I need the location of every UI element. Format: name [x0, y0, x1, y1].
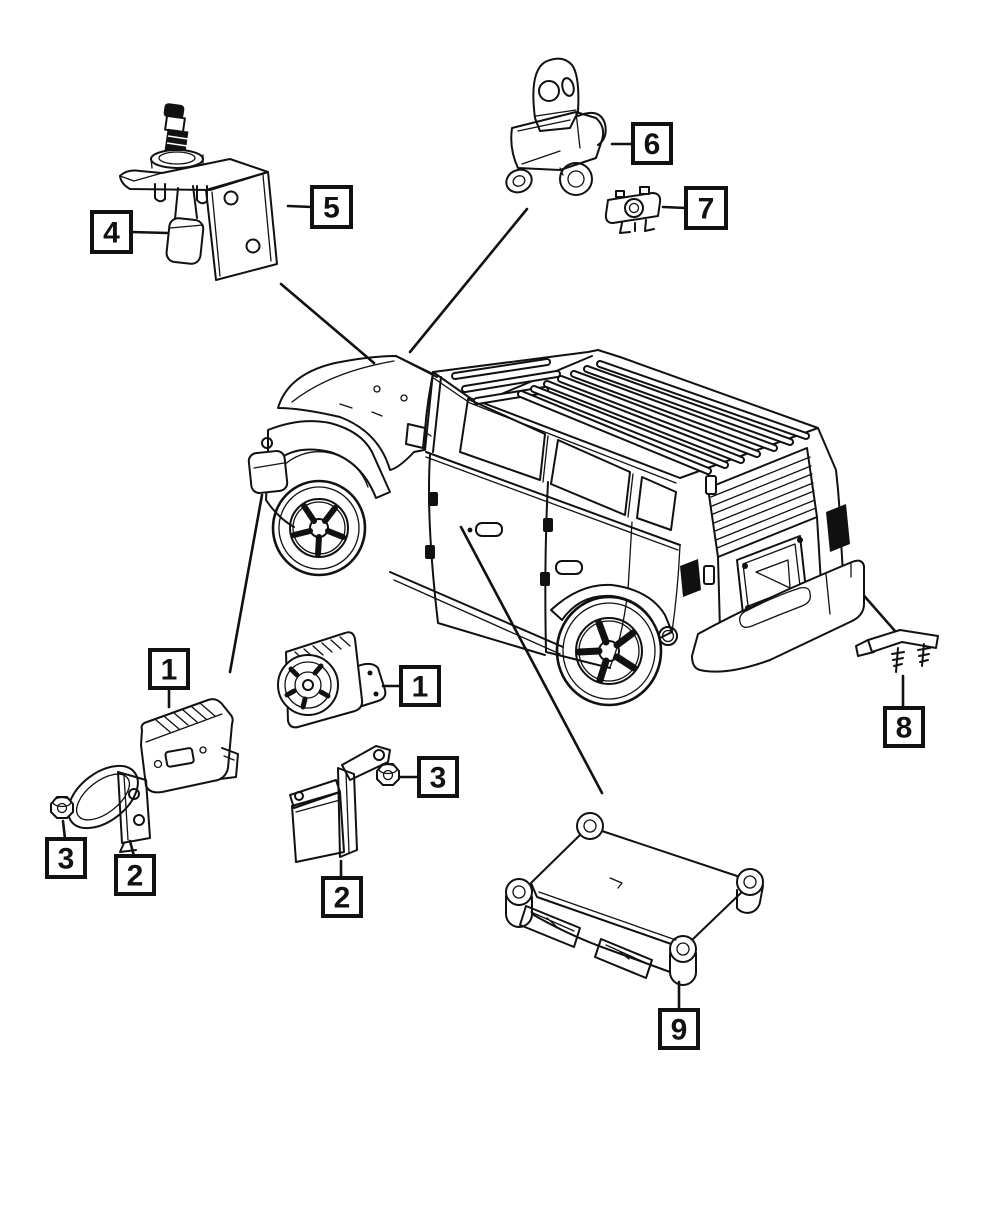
callout-7-label: 7: [698, 193, 715, 226]
callout-1-center-label: 1: [412, 671, 429, 704]
callout-1-center: 1: [381, 665, 441, 707]
callout-8: 8: [883, 674, 925, 748]
nut-center-illustration: [376, 763, 400, 786]
callout-5: 5: [286, 185, 353, 229]
hood-switch-bracket-illustration: [119, 158, 278, 281]
rear-wheel: [555, 595, 663, 707]
callout-4-label: 4: [103, 217, 120, 250]
callout-5-label: 5: [323, 192, 340, 225]
nut-left-illustration: [50, 796, 74, 819]
rear-window-louvers: [710, 456, 817, 549]
clip-sensor-illustration: [604, 186, 662, 234]
vehicle-illustration: [247, 349, 865, 707]
callout-2-center: 2: [321, 859, 363, 918]
callouts: 4 5 6 7 1 1 3: [45, 122, 925, 1050]
callout-9-label: 9: [671, 1014, 688, 1047]
control-module-illustration: [505, 812, 764, 986]
callout-2-left: 2: [114, 839, 156, 896]
callout-6: 6: [610, 122, 673, 165]
siren-bracket-left-illustration: [67, 764, 151, 853]
callout-2-left-label: 2: [127, 860, 144, 893]
callout-3-left: 3: [45, 819, 87, 879]
callout-3-center: 3: [398, 756, 459, 798]
callout-3-left-label: 3: [58, 843, 75, 876]
callout-9: 9: [658, 980, 700, 1050]
push-pin-clip-illustration: [855, 629, 939, 673]
callout-6-label: 6: [644, 128, 661, 161]
callout-2-center-label: 2: [334, 882, 351, 915]
hood-switch-illustration: [150, 103, 205, 265]
callout-3-center-label: 3: [430, 762, 447, 795]
siren-center-illustration: [277, 631, 387, 729]
siren-bracket-center-illustration: [289, 745, 391, 863]
siren-left-illustration: [140, 698, 239, 794]
sensor-bracket-illustration: [505, 57, 607, 196]
front-wheel: [271, 479, 367, 577]
roof-ribs-rear: [517, 360, 810, 475]
leader-lines: [228, 207, 897, 795]
callout-1-left-label: 1: [161, 654, 178, 687]
callout-8-label: 8: [896, 712, 913, 745]
callout-7: 7: [661, 186, 728, 230]
callout-4: 4: [90, 210, 170, 254]
callout-1-left: 1: [148, 648, 190, 709]
